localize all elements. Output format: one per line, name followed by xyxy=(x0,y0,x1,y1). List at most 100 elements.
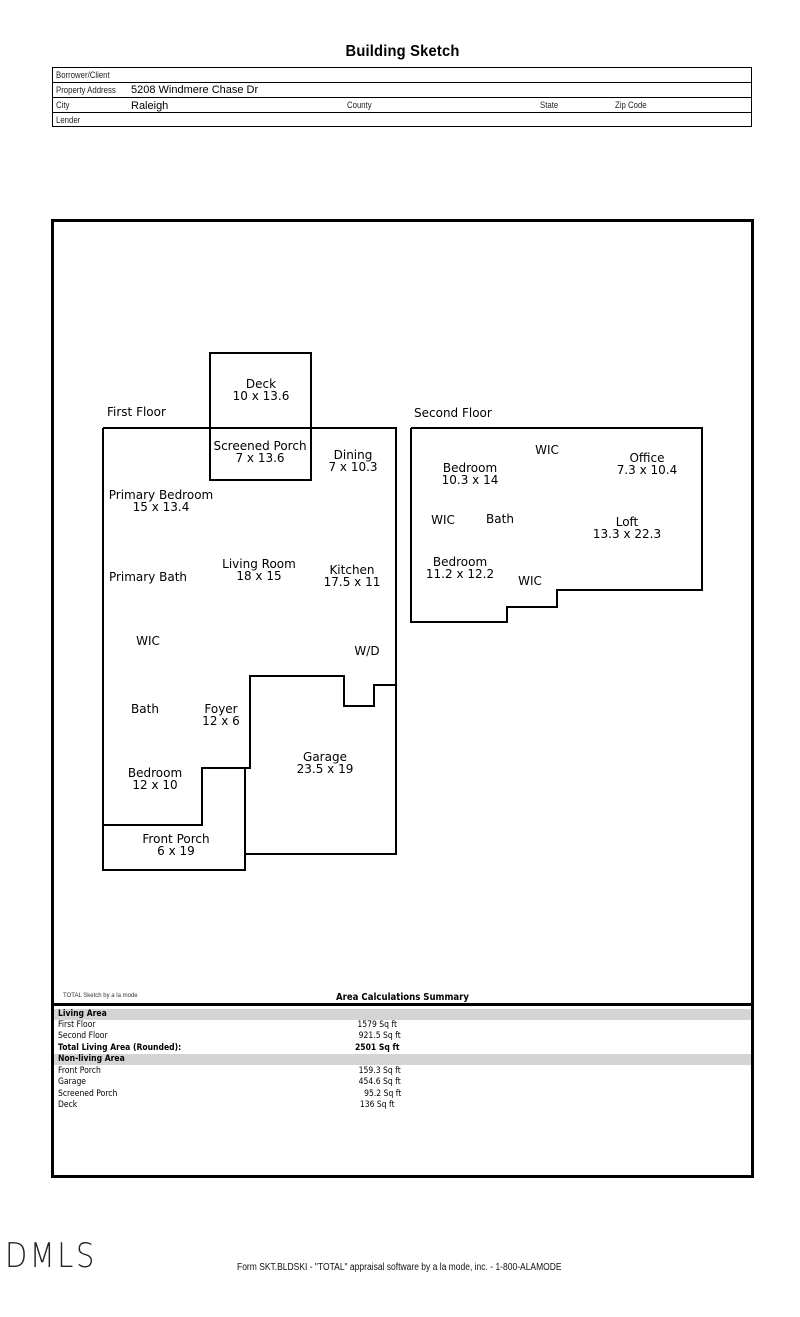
summary-row: Deck 136 Sq ft xyxy=(54,1100,751,1111)
room-name: WIC xyxy=(136,634,160,648)
address-label: Property Address xyxy=(56,85,116,96)
summary-label: Screened Porch xyxy=(58,1089,118,1099)
room-dims: 12 x 10 xyxy=(132,778,178,792)
room-dims: 23.5 x 19 xyxy=(296,762,354,776)
city-row: City Raleigh County State Zip Code xyxy=(53,98,751,113)
room-name: WIC xyxy=(431,513,455,527)
room-dims: 15 x 13.4 xyxy=(132,500,190,514)
room-name: Foyer xyxy=(204,702,238,716)
room-bedroom-upper-1: Bedroom 10.3 x 14 xyxy=(442,462,499,486)
borrower-label: Borrower/Client xyxy=(56,70,110,81)
room-name: Primary Bedroom xyxy=(108,488,214,502)
room-name: Bath xyxy=(131,702,159,716)
room-name: Dining xyxy=(333,448,373,462)
room-office: Office 7.3 x 10.4 xyxy=(617,452,678,476)
room-wd: W/D xyxy=(354,645,379,657)
room-kitchen: Kitchen 17.5 x 11 xyxy=(324,564,381,588)
summary-label: Second Floor xyxy=(58,1031,108,1041)
room-wic-upper-left: WIC xyxy=(431,514,455,526)
room-dims: 7 x 13.6 xyxy=(235,451,285,465)
room-name: Bedroom xyxy=(432,555,488,569)
room-name: Office xyxy=(629,451,665,465)
room-bedroom: Bedroom 12 x 10 xyxy=(128,767,182,791)
room-name: Garage xyxy=(303,750,347,764)
living-area-header: Living Area xyxy=(54,1009,751,1020)
summary-row: Screened Porch 95.2 Sq ft xyxy=(54,1089,751,1100)
summary-separator xyxy=(51,1003,754,1006)
summary-label: Front Porch xyxy=(58,1066,101,1076)
room-bedroom-upper-2: Bedroom 11.2 x 12.2 xyxy=(426,556,494,580)
room-dims: 10 x 13.6 xyxy=(232,389,290,403)
room-name: Screened Porch xyxy=(213,439,307,453)
room-front-porch: Front Porch 6 x 19 xyxy=(142,833,209,857)
room-name: Deck xyxy=(245,377,277,391)
city-label: City xyxy=(56,100,70,111)
non-living-area-header: Non-living Area xyxy=(54,1054,751,1065)
city-value: Raleigh xyxy=(131,100,169,112)
address-value: 5208 Windmere Chase Dr xyxy=(131,84,259,96)
room-dims: 18 x 15 xyxy=(236,569,282,583)
summary-value: 921.5 Sq ft xyxy=(358,1031,401,1041)
summary-value: 136 Sq ft xyxy=(360,1100,395,1110)
room-name: Front Porch xyxy=(142,832,210,846)
summary-value: 2501 Sq ft xyxy=(355,1043,400,1053)
property-info-table: Borrower/Client Property Address 5208 Wi… xyxy=(52,67,752,127)
first-floor-label: First Floor xyxy=(107,405,166,419)
summary-label: First Floor xyxy=(58,1020,96,1030)
room-primary-bedroom: Primary Bedroom 15 x 13.4 xyxy=(109,489,213,513)
room-loft: Loft 13.3 x 22.3 xyxy=(593,516,661,540)
room-name: WIC xyxy=(535,443,559,457)
screened-porch-outline xyxy=(209,427,312,481)
room-name: Kitchen xyxy=(329,563,375,577)
summary-value: 159.3 Sq ft xyxy=(358,1066,401,1076)
room-deck: Deck 10 x 13.6 xyxy=(233,378,290,402)
page-title: Building Sketch xyxy=(345,43,460,60)
room-screened-porch: Screened Porch 7 x 13.6 xyxy=(213,440,306,464)
room-name: Living Room xyxy=(222,557,296,571)
room-name: Bedroom xyxy=(442,461,498,475)
room-dims: 13.3 x 22.3 xyxy=(592,527,662,541)
zip-label: Zip Code xyxy=(615,100,647,111)
room-dims: 17.5 x 11 xyxy=(323,575,381,589)
total-living-row: Total Living Area (Rounded): 2501 Sq ft xyxy=(54,1043,751,1054)
room-foyer: Foyer 12 x 6 xyxy=(202,703,240,727)
room-wic: WIC xyxy=(136,635,160,647)
state-label: State xyxy=(540,100,559,111)
summary-row: Second Floor 921.5 Sq ft xyxy=(54,1031,751,1042)
dmls-logo: DMLS xyxy=(5,1236,97,1276)
second-floor-outline xyxy=(410,427,703,623)
room-name: Bedroom xyxy=(127,766,183,780)
room-name: Loft xyxy=(615,515,639,529)
second-floor-label: Second Floor xyxy=(414,406,492,420)
sketch-credit: TOTAL Sketch by a la mode xyxy=(63,993,138,999)
sketch-frame xyxy=(51,219,754,1178)
room-name: WIC xyxy=(518,574,542,588)
room-garage: Garage 23.5 x 19 xyxy=(297,751,354,775)
summary-row: Garage 454.6 Sq ft xyxy=(54,1077,751,1088)
lender-label: Lender xyxy=(56,115,81,126)
address-row: Property Address 5208 Windmere Chase Dr xyxy=(53,83,751,98)
room-primary-bath: Primary Bath xyxy=(109,571,187,583)
room-dims: 7 x 10.3 xyxy=(328,460,378,474)
summary-label: Garage xyxy=(58,1077,87,1087)
room-dims: 12 x 6 xyxy=(202,714,240,728)
summary-value: 454.6 Sq ft xyxy=(358,1077,401,1087)
front-porch-outline xyxy=(102,767,246,871)
summary-row: First Floor 1579 Sq ft xyxy=(54,1020,751,1031)
summary-value: 1579 Sq ft xyxy=(357,1020,397,1030)
room-dims: 11.2 x 12.2 xyxy=(425,567,495,581)
summary-value: 95.2 Sq ft xyxy=(363,1089,401,1099)
lender-row: Lender xyxy=(53,113,751,128)
room-name: Bath xyxy=(486,512,514,526)
borrower-row: Borrower/Client xyxy=(53,68,751,83)
room-dims: 10.3 x 14 xyxy=(441,473,499,487)
room-wic-upper: WIC xyxy=(535,444,559,456)
area-summary-title: Area Calculations Summary xyxy=(336,992,469,1003)
room-living-room: Living Room 18 x 15 xyxy=(222,558,296,582)
summary-label: Deck xyxy=(58,1100,78,1110)
room-name: W/D xyxy=(354,644,380,658)
room-name: Primary Bath xyxy=(108,570,188,584)
room-wic-upper-bottom: WIC xyxy=(518,575,542,587)
form-footer: Form SKT.BLDSKI - "TOTAL" appraisal soft… xyxy=(237,1262,562,1273)
room-bath-upper: Bath xyxy=(486,513,514,525)
